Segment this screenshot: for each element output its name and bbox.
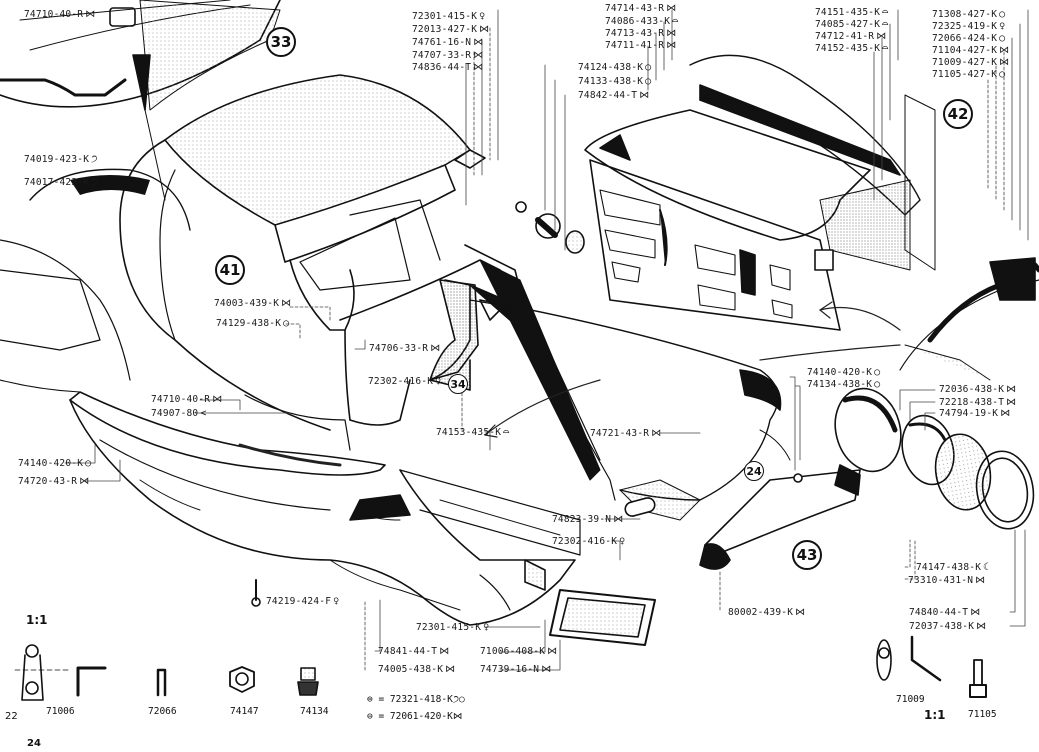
part-label: 74085-427-K⌓ bbox=[815, 19, 889, 30]
front-fender bbox=[479, 299, 782, 521]
page-number: 24 bbox=[27, 738, 41, 749]
nut-washer-icon: ⊜ bbox=[367, 694, 379, 705]
scale-label: 1:1 bbox=[26, 613, 48, 627]
part-label: 74721-43-R⋈ bbox=[590, 428, 662, 439]
part-label: 74710-40-R⋈ bbox=[151, 394, 223, 405]
part-label: 74153-435-K⌓ bbox=[436, 427, 510, 438]
detail-part-71006 bbox=[14, 644, 107, 701]
part-label: 74086-433-K⌓ bbox=[605, 16, 679, 27]
part-label: 74147-438-K☾ bbox=[916, 562, 990, 573]
part-label: 74823-39-N⋈ bbox=[552, 514, 624, 525]
part-label: 74713-43-R⋈ bbox=[605, 28, 677, 39]
part-label: 71105-427-K○ bbox=[932, 69, 1006, 80]
trunk-lid bbox=[584, 54, 936, 331]
detail-view-handle bbox=[899, 257, 1039, 381]
detail-caption: 74134 bbox=[300, 706, 329, 717]
rear-reflector bbox=[549, 589, 656, 646]
part-label: 74907-80< bbox=[151, 408, 207, 419]
part-label: 71009-427-K⋈ bbox=[932, 57, 1010, 68]
part-label: 72301-415-K♀ bbox=[416, 622, 490, 633]
part-label: 74003-439-K⋈ bbox=[214, 298, 292, 309]
part-label: 72325-419-K♀ bbox=[932, 21, 1006, 32]
part-label: 74710-40-R⋈ bbox=[24, 9, 96, 20]
detail-part-74134 bbox=[297, 667, 319, 696]
part-label: 74720-43-R⋈ bbox=[18, 476, 90, 487]
sill-and-fender-front bbox=[69, 399, 581, 626]
part-label: 72218-438-T⋈ bbox=[939, 397, 1017, 408]
part-label: 74152-435-K⌓ bbox=[815, 43, 889, 54]
legend-row: ⊖ = 72061-420-K⋈ bbox=[367, 711, 463, 722]
part-label: 74140-420-K○ bbox=[807, 367, 881, 378]
part-label: 74794-19-K⋈ bbox=[939, 408, 1011, 419]
part-label: 72066-424-K○ bbox=[932, 33, 1006, 44]
callout-41: 41 bbox=[215, 255, 245, 285]
part-label: 74140-420-K○ bbox=[18, 458, 92, 469]
part-label: 74133-438-K○ bbox=[578, 76, 652, 87]
callout-42: 42 bbox=[943, 99, 973, 129]
car-body-shell bbox=[0, 74, 521, 511]
spot-lamp bbox=[515, 201, 585, 254]
part-label: 74707-33-R⋈ bbox=[412, 50, 484, 61]
part-label: 74761-16-N⋈ bbox=[412, 37, 484, 48]
part-label: 74842-44-T⋈ bbox=[578, 90, 650, 101]
legend-row: ⊜ = 72321-418-K੭○ bbox=[367, 694, 465, 705]
detail-part-74147 bbox=[229, 666, 255, 693]
part-label: 74706-33-R⋈ bbox=[369, 343, 441, 354]
part-label: 74711-41-R⋈ bbox=[605, 40, 677, 51]
part-label: 74151-435-K⌓ bbox=[815, 7, 889, 18]
part-label: 72302-416-K♀ bbox=[368, 376, 442, 387]
part-label: 74005-438-K⋈ bbox=[378, 664, 456, 675]
flat-washer-icon: ⊖ bbox=[367, 711, 379, 722]
part-label: 74714-43-R⋈ bbox=[605, 3, 677, 14]
part-label: 73310-431-N⋈ bbox=[908, 575, 986, 586]
callout-43: 43 bbox=[792, 540, 822, 570]
detail-part-72066 bbox=[156, 668, 167, 697]
callout-34: 34 bbox=[448, 374, 468, 394]
part-label: 72037-438-K⋈ bbox=[909, 621, 987, 632]
part-label: 72301-415-K♀ bbox=[412, 11, 486, 22]
detail-caption: 72066 bbox=[148, 706, 177, 717]
part-label: 71104-427-K⋈ bbox=[932, 45, 1010, 56]
part-label: 74841-44-T⋈ bbox=[378, 646, 450, 657]
part-label: 74712-41-R⋈ bbox=[815, 31, 887, 42]
detail-part-71009 bbox=[876, 635, 942, 682]
detail-caption: 71105 bbox=[968, 709, 997, 720]
headlamp-assembly bbox=[699, 387, 1035, 570]
door-frame-strip bbox=[469, 259, 616, 501]
part-label: 71308-427-K○ bbox=[932, 9, 1006, 20]
part-label: 74129-438-K○ bbox=[216, 318, 290, 329]
part-label: 71006-408-K⋈ bbox=[480, 646, 558, 657]
detail-caption: 71009 bbox=[896, 694, 925, 705]
part-label: 74836-44-T⋈ bbox=[412, 62, 484, 73]
leader-lines bbox=[64, 9, 1029, 671]
part-label: 74219-424-F♀ bbox=[266, 596, 340, 607]
part-label: 74739-16-N⋈ bbox=[480, 664, 552, 675]
part-label: 74124-438-K○ bbox=[578, 62, 652, 73]
part-label: 72013-427-K⋈ bbox=[412, 24, 490, 35]
detail-caption: 71006 bbox=[46, 706, 75, 717]
callout-33: 33 bbox=[266, 27, 296, 57]
part-label: 72302-416-K♀ bbox=[552, 536, 626, 547]
scale-label: 1:1 bbox=[924, 708, 946, 722]
detail-part-71105 bbox=[969, 659, 987, 698]
part-label: 74134-438-K○ bbox=[807, 379, 881, 390]
detail-caption: 74147 bbox=[230, 706, 259, 717]
inner-kick-panel bbox=[429, 279, 479, 391]
direction-arrows bbox=[484, 301, 901, 438]
page-number: 22 bbox=[5, 711, 18, 722]
part-label: 80002-439-K⋈ bbox=[728, 607, 806, 618]
bolt-74219 bbox=[251, 579, 261, 607]
part-label: 72036-438-K⋈ bbox=[939, 384, 1017, 395]
part-label: 74840-44-T⋈ bbox=[909, 607, 981, 618]
callout-24: 24 bbox=[744, 461, 764, 481]
